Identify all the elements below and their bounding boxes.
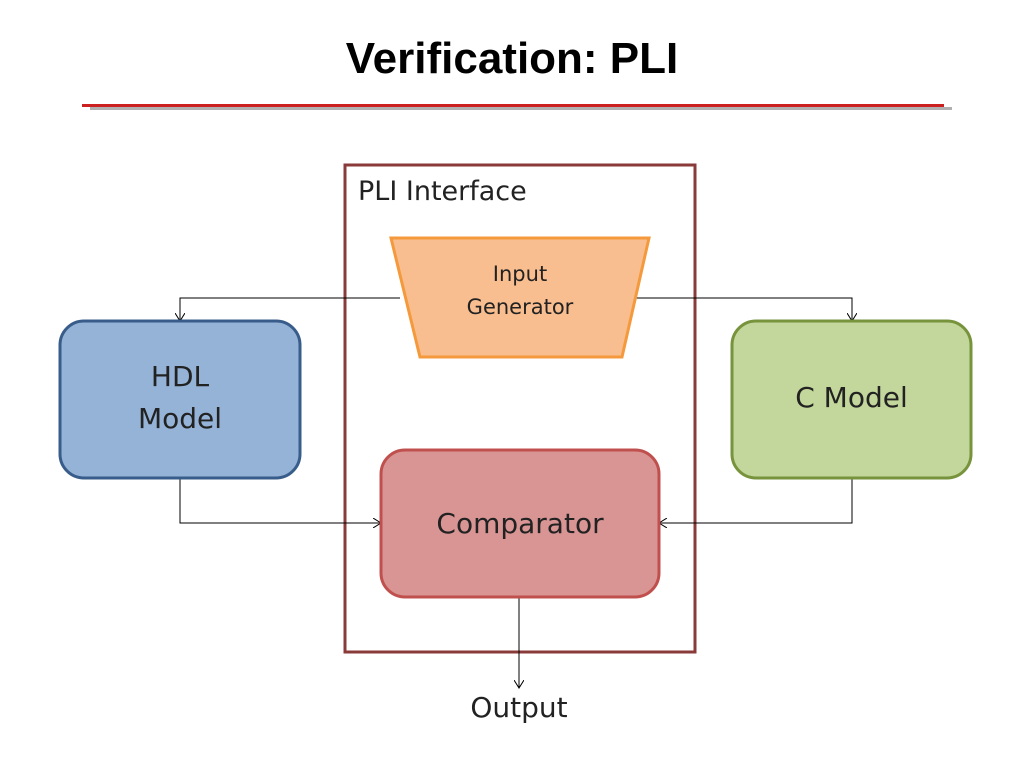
comparator-box	[379, 448, 661, 599]
title-rule-shadow	[90, 107, 952, 110]
c-model-label: C Model	[795, 381, 908, 414]
hdl-model-box	[58, 319, 302, 480]
title-rule	[82, 104, 944, 107]
arrow-hdl-to-comparator	[179, 478, 381, 523]
hdl-model-line-2: Model	[137, 402, 223, 435]
arrow-input-to-hdl	[180, 297, 400, 321]
pli-interface-label: PLI Interface	[358, 176, 527, 207]
output-label: Output	[470, 691, 568, 724]
input-generator-line-2: Generator	[466, 295, 574, 319]
pli-interface-box	[343, 163, 697, 654]
hdl-model-line-1: HDL	[150, 360, 210, 393]
slide-title: Verification: PLI	[345, 34, 679, 83]
input-generator-line-1: Input	[492, 262, 548, 286]
arrow-input-to-cmodel	[635, 297, 852, 321]
comparator-label: Comparator	[436, 507, 604, 540]
input-generator-shape	[389, 236, 651, 359]
arrow-cmodel-to-comparator	[659, 478, 853, 523]
hdl-model-label: HDL Model	[60, 356, 300, 440]
c-model-box	[730, 319, 973, 480]
input-generator-label: Input Generator	[420, 258, 620, 324]
